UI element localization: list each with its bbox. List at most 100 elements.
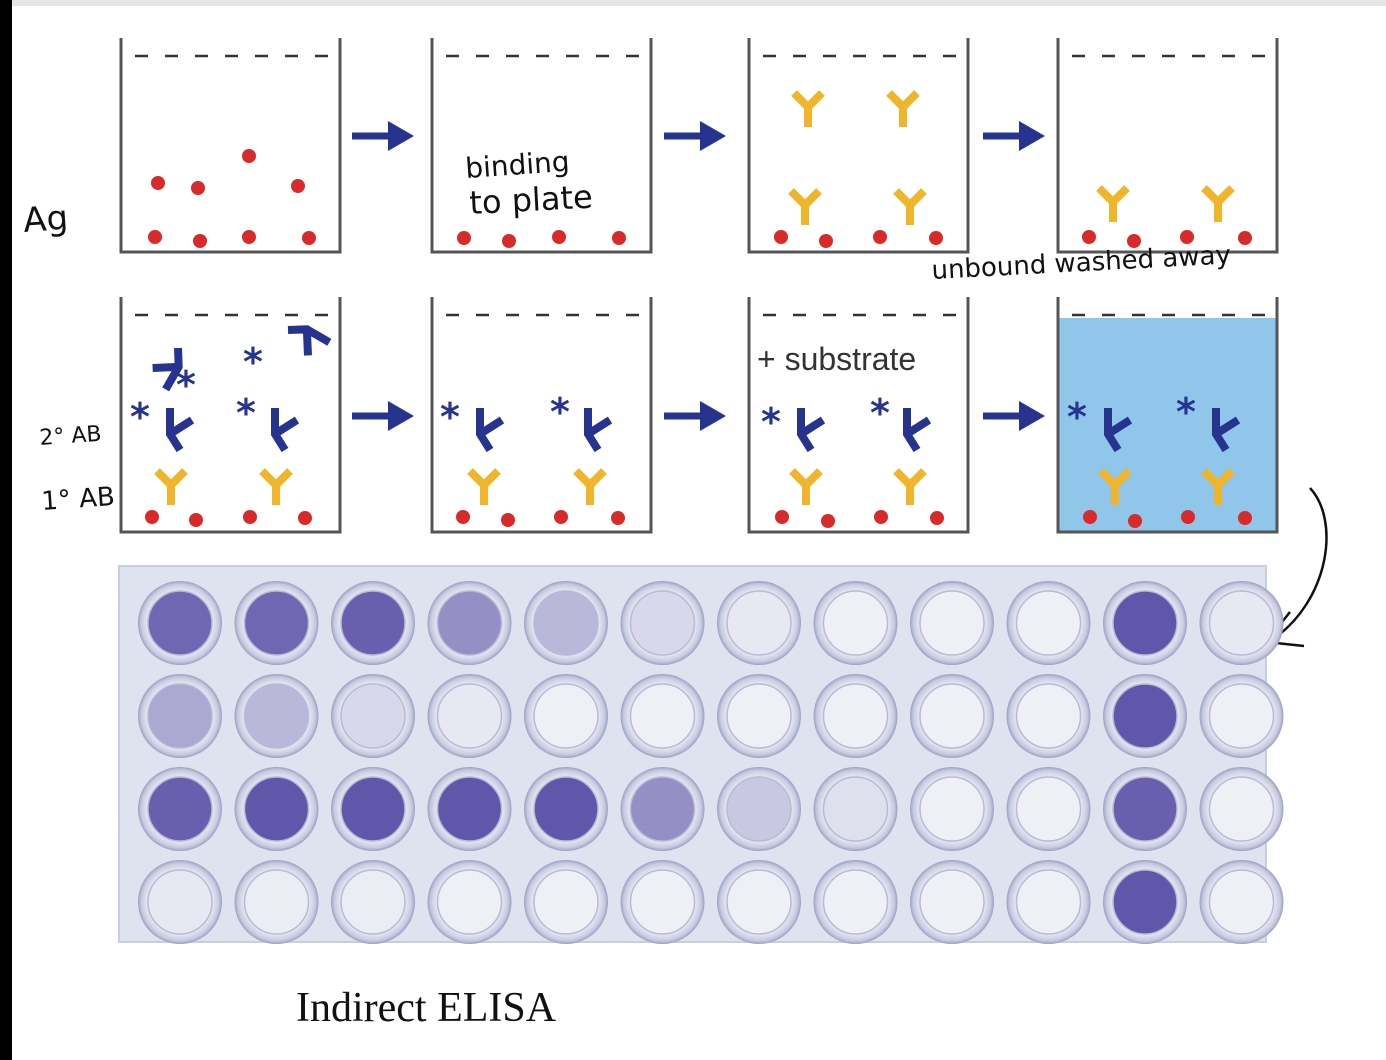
plate-well bbox=[234, 767, 319, 851]
arrow-icon bbox=[352, 121, 414, 151]
plate-well-fill bbox=[822, 869, 889, 935]
well-wall bbox=[430, 38, 653, 254]
antibody-shape bbox=[886, 90, 920, 127]
well-wall bbox=[1056, 38, 1279, 254]
antigen-dot bbox=[611, 511, 625, 525]
primary-antibody bbox=[259, 468, 293, 505]
well-bottom-4 bbox=[1056, 297, 1279, 534]
antigen-dot bbox=[456, 510, 470, 524]
arrow-head bbox=[1019, 121, 1045, 151]
plate-well-fill bbox=[629, 776, 696, 842]
antigen-dot bbox=[302, 231, 316, 245]
plate-well bbox=[331, 767, 415, 851]
plate-well bbox=[427, 767, 512, 851]
antibody-shape bbox=[152, 347, 183, 392]
plate-well bbox=[813, 860, 898, 944]
secondary-antibody bbox=[903, 408, 932, 453]
plate-well-fill bbox=[533, 683, 599, 749]
plate-well bbox=[717, 860, 801, 944]
plate-well bbox=[1199, 767, 1284, 851]
substrate-fill bbox=[1058, 318, 1277, 531]
antigen-dot bbox=[145, 510, 159, 524]
plate-well-fill bbox=[822, 683, 889, 749]
plate-well bbox=[620, 860, 705, 944]
plate-well bbox=[1103, 581, 1187, 665]
primary-antibody bbox=[573, 468, 607, 505]
antigen-dot bbox=[874, 510, 888, 524]
antigen-dot bbox=[243, 510, 257, 524]
plate-well-fill bbox=[436, 590, 503, 656]
plate-well bbox=[620, 581, 705, 665]
well-bottom-3 bbox=[747, 297, 970, 534]
antigen-dot bbox=[554, 510, 568, 524]
antibody-shape bbox=[1096, 185, 1130, 222]
antibody-shape bbox=[1201, 185, 1235, 222]
plate-well-fill bbox=[919, 869, 985, 935]
plate-well-fill bbox=[147, 776, 213, 842]
plate-well-fill bbox=[629, 683, 696, 749]
antigen-dot bbox=[501, 513, 515, 527]
plate-well bbox=[427, 674, 512, 758]
antigen-dot bbox=[774, 230, 788, 244]
primary-antibody bbox=[893, 468, 927, 505]
enzyme-star-icon: * bbox=[236, 391, 256, 435]
plate-well bbox=[427, 581, 512, 665]
well-bottom-1 bbox=[119, 297, 342, 534]
plate-well bbox=[910, 767, 994, 851]
well-top-2 bbox=[430, 38, 653, 254]
primary-antibody bbox=[791, 90, 825, 127]
plate-well-fill bbox=[1112, 590, 1178, 656]
plate-well bbox=[910, 581, 994, 665]
window-edge bbox=[0, 0, 12, 1060]
plate-well-fill bbox=[726, 683, 792, 749]
enzyme-star-icon: * bbox=[1067, 395, 1087, 439]
plate-well-fill bbox=[726, 590, 792, 656]
plate-well-fill bbox=[436, 683, 503, 749]
plate-well-fill bbox=[243, 590, 310, 656]
antigen-dot bbox=[873, 230, 887, 244]
plate-well-fill bbox=[822, 590, 889, 656]
antibody-shape bbox=[1212, 408, 1241, 453]
annotation-primary-ab: 1° AB bbox=[40, 482, 115, 517]
antigen-dot bbox=[151, 176, 165, 190]
plate-well bbox=[1006, 674, 1091, 758]
plate-well bbox=[138, 581, 222, 665]
antigen-dot bbox=[1181, 510, 1195, 524]
plate-well-fill bbox=[629, 869, 696, 935]
plate-well-fill bbox=[436, 776, 503, 842]
plate-well-fill bbox=[243, 776, 310, 842]
antigen-dot bbox=[193, 234, 207, 248]
plate-well-fill bbox=[822, 776, 889, 842]
arrow-icon bbox=[664, 121, 726, 151]
well-wall bbox=[747, 38, 970, 254]
plate-well bbox=[717, 767, 801, 851]
primary-antibody bbox=[1098, 468, 1132, 505]
antibody-shape bbox=[903, 408, 932, 453]
plate-well bbox=[331, 581, 415, 665]
antibody-shape bbox=[287, 325, 332, 356]
enzyme-star-icon: * bbox=[243, 340, 263, 384]
plate-well bbox=[1103, 767, 1187, 851]
plate-well-fill bbox=[1112, 869, 1178, 935]
annotation-unbound: unbound washed away bbox=[931, 240, 1232, 286]
arrow-icon bbox=[664, 401, 726, 431]
plate-well-fill bbox=[533, 869, 599, 935]
secondary-antibody bbox=[1212, 408, 1241, 453]
antigen-dot bbox=[502, 234, 516, 248]
enzyme-star-icon: * bbox=[870, 391, 890, 435]
antigen-dot bbox=[819, 234, 833, 248]
plate-well-fill bbox=[340, 590, 406, 656]
antigen-dot bbox=[242, 230, 256, 244]
annotation-ag: Ag bbox=[22, 198, 70, 241]
primary-antibody bbox=[1201, 185, 1235, 222]
antigen-dot bbox=[929, 231, 943, 245]
antigen-dot bbox=[189, 513, 203, 527]
antigen-dot bbox=[1083, 510, 1097, 524]
secondary-antibody bbox=[166, 408, 195, 453]
plate-wells bbox=[138, 581, 1284, 944]
plate-well-fill bbox=[340, 869, 406, 935]
plate-well-fill bbox=[147, 869, 213, 935]
plate-well bbox=[524, 581, 608, 665]
plate-well bbox=[1103, 674, 1187, 758]
antibody-shape bbox=[893, 188, 927, 225]
